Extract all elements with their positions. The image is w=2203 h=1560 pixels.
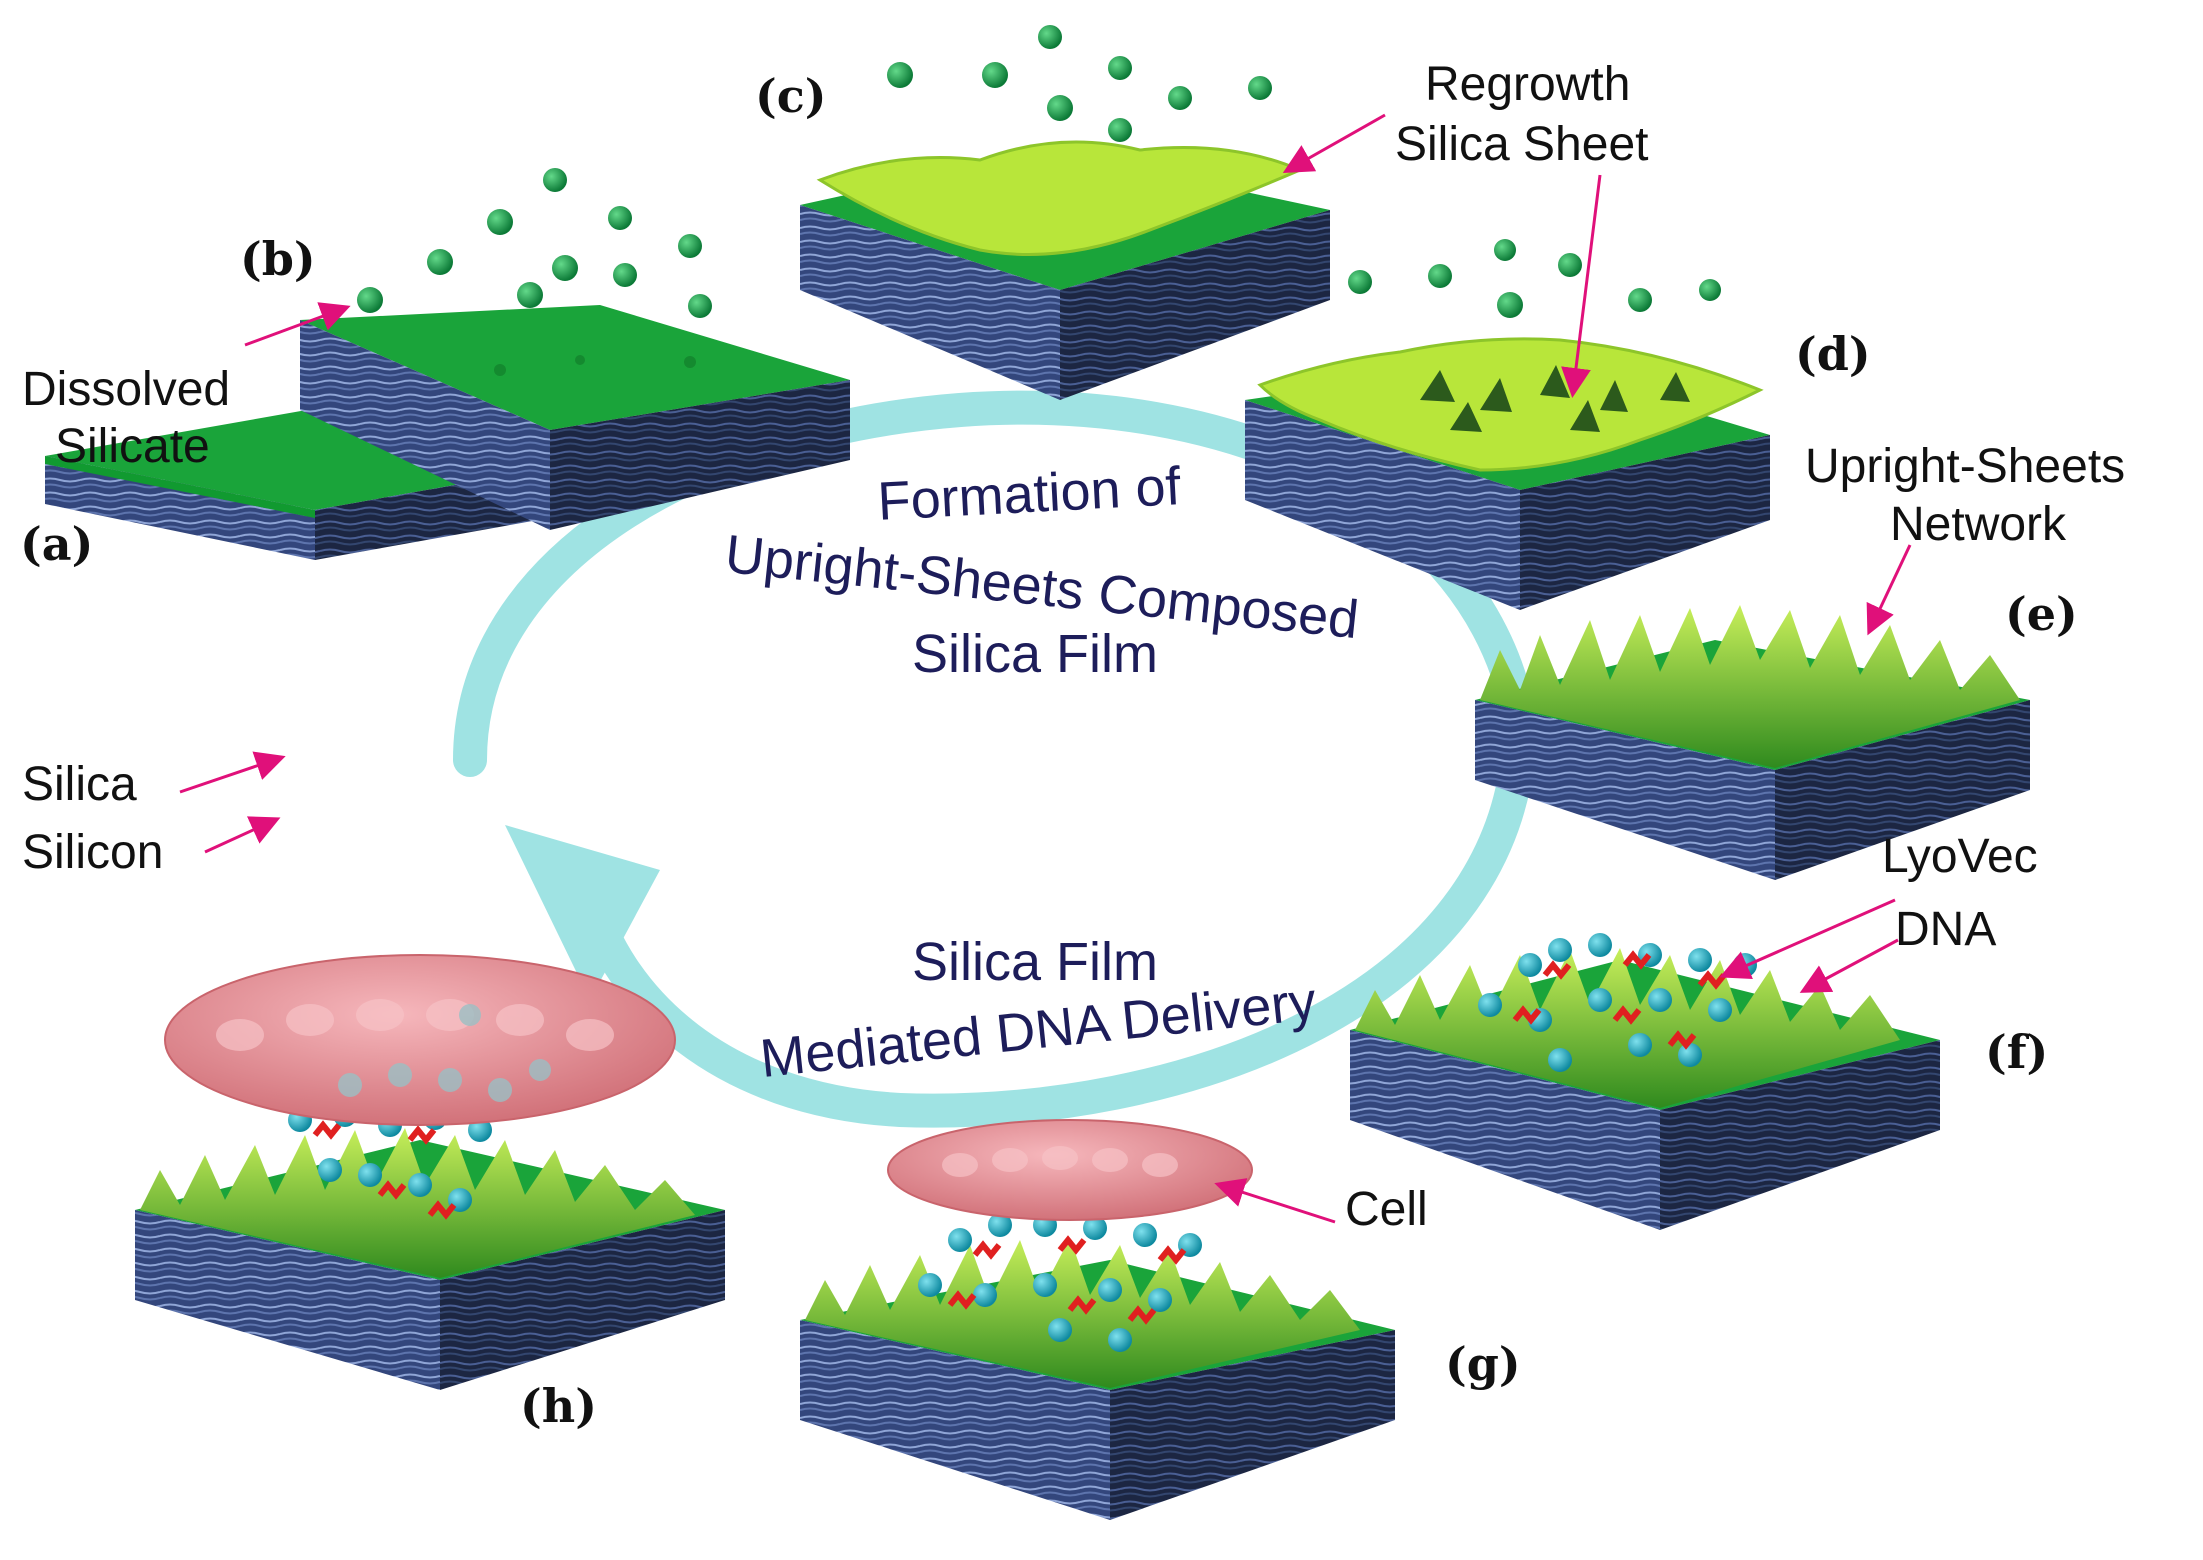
pointer-upright <box>1866 544 1912 636</box>
pointer-silica <box>179 751 286 794</box>
pointer-silicon <box>204 816 281 854</box>
block-e-upright-network <box>1475 605 2030 880</box>
cell-h <box>164 954 676 1126</box>
cycle-top-line3: Silica Film <box>912 624 1158 684</box>
step-label-a: (a) <box>20 517 93 571</box>
block-f-lyovec-dna <box>1350 948 1940 1230</box>
step-label-g: (g) <box>1445 1337 1521 1391</box>
cycle-bottom-line1: Silica Film <box>912 932 1158 992</box>
step-label-c: (c) <box>755 69 827 123</box>
label-cell: Cell <box>1345 1183 1428 1236</box>
dissolved-silicate-particles <box>357 25 1721 318</box>
label-regrowth-line2: Silica Sheet <box>1395 118 1648 171</box>
block-d-regrowth-sheets <box>1245 337 1770 610</box>
label-silicon: Silicon <box>22 826 163 879</box>
step-label-b: (b) <box>240 232 316 286</box>
cell-g <box>887 1119 1253 1221</box>
step-label-e: (e) <box>2005 587 2078 641</box>
label-dissolved-line1: Dissolved <box>22 363 230 416</box>
block-c-regrowth <box>800 140 1330 400</box>
pointer-lyovec <box>1719 898 1896 980</box>
cycle-top-line1: Formation of <box>876 456 1183 532</box>
lyovec-dna-cluster-f <box>1478 933 1757 1072</box>
pointer-dna <box>1799 938 1899 993</box>
step-label-f: (f) <box>1985 1025 2048 1079</box>
label-upright-line2: Network <box>1890 498 2067 551</box>
label-dissolved-line2: Silicate <box>55 420 210 473</box>
block-g-cell-contact <box>800 1238 1395 1520</box>
block-h-dna-uptake <box>135 1128 725 1390</box>
pointer-dissolved <box>244 302 351 347</box>
label-upright-line1: Upright-Sheets <box>1805 440 2125 493</box>
label-lyovec: LyoVec <box>1882 830 2038 883</box>
pointer-regrowth <box>1282 113 1386 173</box>
pointer-cell <box>1214 1178 1336 1224</box>
lyovec-dna-cluster-g <box>918 1213 1202 1352</box>
label-regrowth-line1: Regrowth <box>1425 58 1630 111</box>
label-dna: DNA <box>1895 903 1996 956</box>
step-label-h: (h) <box>520 1379 597 1433</box>
pointer-lines <box>179 113 1912 1224</box>
step-label-d: (d) <box>1795 327 1871 381</box>
cycle-arrow-head <box>505 825 660 1000</box>
pointer-regrowth-d <box>1561 174 1602 398</box>
label-silica: Silica <box>22 758 137 811</box>
block-b-dissolved <box>300 305 850 530</box>
